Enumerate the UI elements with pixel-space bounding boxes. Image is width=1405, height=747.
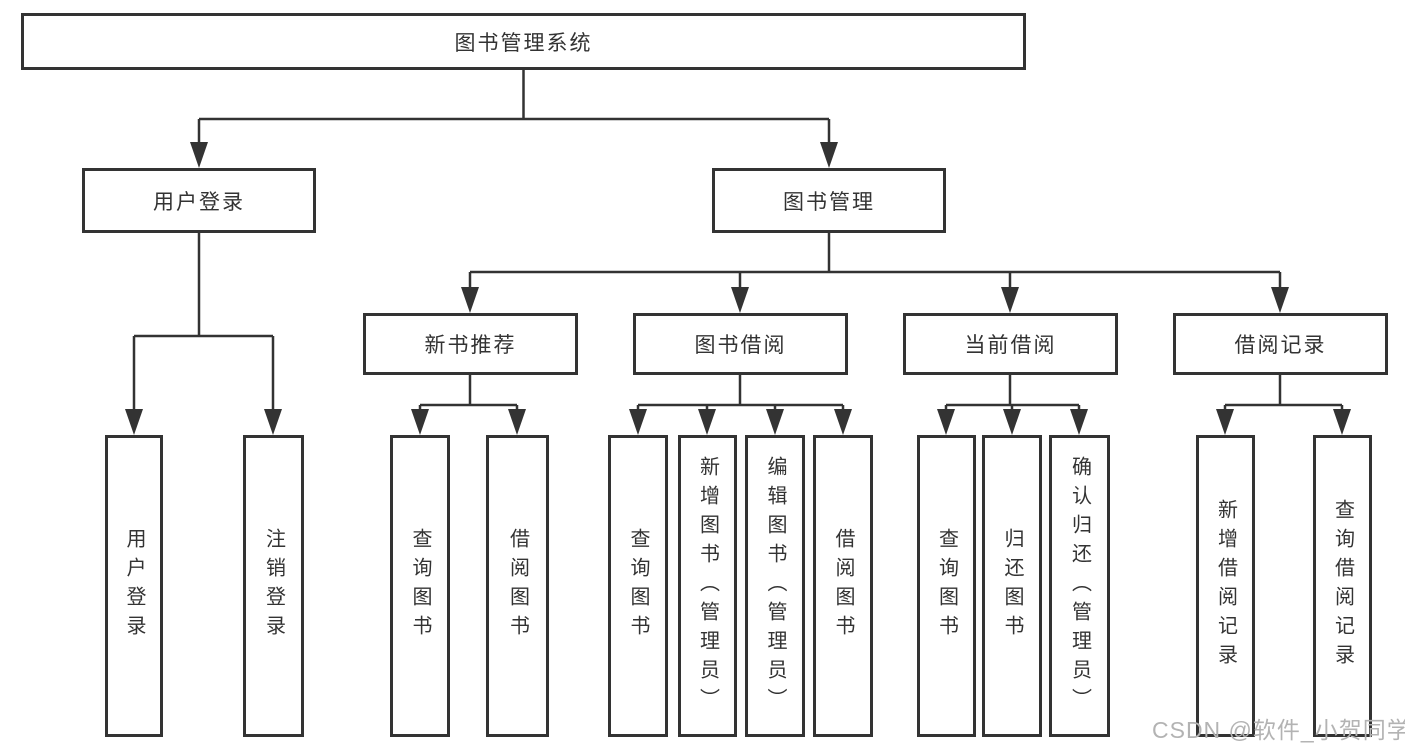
leaf-label: 查询图书 bbox=[627, 528, 649, 644]
leaf-label: 查询借阅记录 bbox=[1331, 499, 1354, 673]
csdn-watermark: CSDN @软件_小贺同学 bbox=[1152, 717, 1405, 743]
node-label: 图书管理 bbox=[783, 190, 875, 214]
leaf-borrow-books: 借阅图书 bbox=[813, 435, 873, 737]
leaf-query-books: 查询图书 bbox=[390, 435, 450, 737]
node-user-login: 用户登录 bbox=[82, 168, 316, 233]
leaf-label: 查询图书 bbox=[935, 528, 958, 644]
leaf-user-login: 用户登录 bbox=[105, 435, 163, 737]
node-new-book-recommendation: 新书推荐 bbox=[363, 313, 578, 375]
leaf-label: 注销登录 bbox=[262, 528, 285, 644]
leaf-label: 归还图书 bbox=[1001, 528, 1023, 644]
leaf-borrow-books: 借阅图书 bbox=[486, 435, 549, 737]
leaf-label: 借阅图书 bbox=[832, 528, 854, 644]
leaf-return-book: 归还图书 bbox=[982, 435, 1042, 737]
leaf-confirm-return-admin: 确认归还（管理员） bbox=[1049, 435, 1110, 737]
node-label: 新书推荐 bbox=[424, 334, 517, 357]
node-root-system: 图书管理系统 bbox=[21, 13, 1026, 70]
leaf-add-book-admin: 新增图书（管理员） bbox=[678, 435, 737, 737]
node-label: 借阅记录 bbox=[1234, 334, 1327, 357]
leaf-label: 查询图书 bbox=[409, 528, 431, 644]
leaf-query-borrow-record: 查询借阅记录 bbox=[1313, 435, 1372, 737]
node-label: 图书借阅 bbox=[694, 334, 787, 357]
leaf-edit-book-admin: 编辑图书（管理员） bbox=[745, 435, 805, 737]
leaf-label: 新增图书（管理员） bbox=[696, 455, 719, 717]
node-label: 当前借阅 bbox=[964, 334, 1057, 357]
node-current-borrowing: 当前借阅 bbox=[903, 313, 1118, 375]
leaf-label: 借阅图书 bbox=[506, 528, 529, 644]
leaf-label: 新增借阅记录 bbox=[1214, 499, 1237, 673]
leaf-query-books: 查询图书 bbox=[917, 435, 976, 737]
node-book-borrowing: 图书借阅 bbox=[633, 313, 848, 375]
leaf-label: 编辑图书（管理员） bbox=[764, 455, 786, 717]
node-label: 图书管理系统 bbox=[454, 31, 593, 55]
node-borrowing-records: 借阅记录 bbox=[1173, 313, 1388, 375]
leaf-logout: 注销登录 bbox=[243, 435, 304, 737]
leaf-query-books: 查询图书 bbox=[608, 435, 668, 737]
node-label: 用户登录 bbox=[153, 190, 245, 214]
leaf-label: 用户登录 bbox=[123, 528, 145, 644]
node-book-management: 图书管理 bbox=[712, 168, 946, 233]
leaf-add-borrow-record: 新增借阅记录 bbox=[1196, 435, 1255, 737]
leaf-label: 确认归还（管理员） bbox=[1068, 455, 1091, 717]
